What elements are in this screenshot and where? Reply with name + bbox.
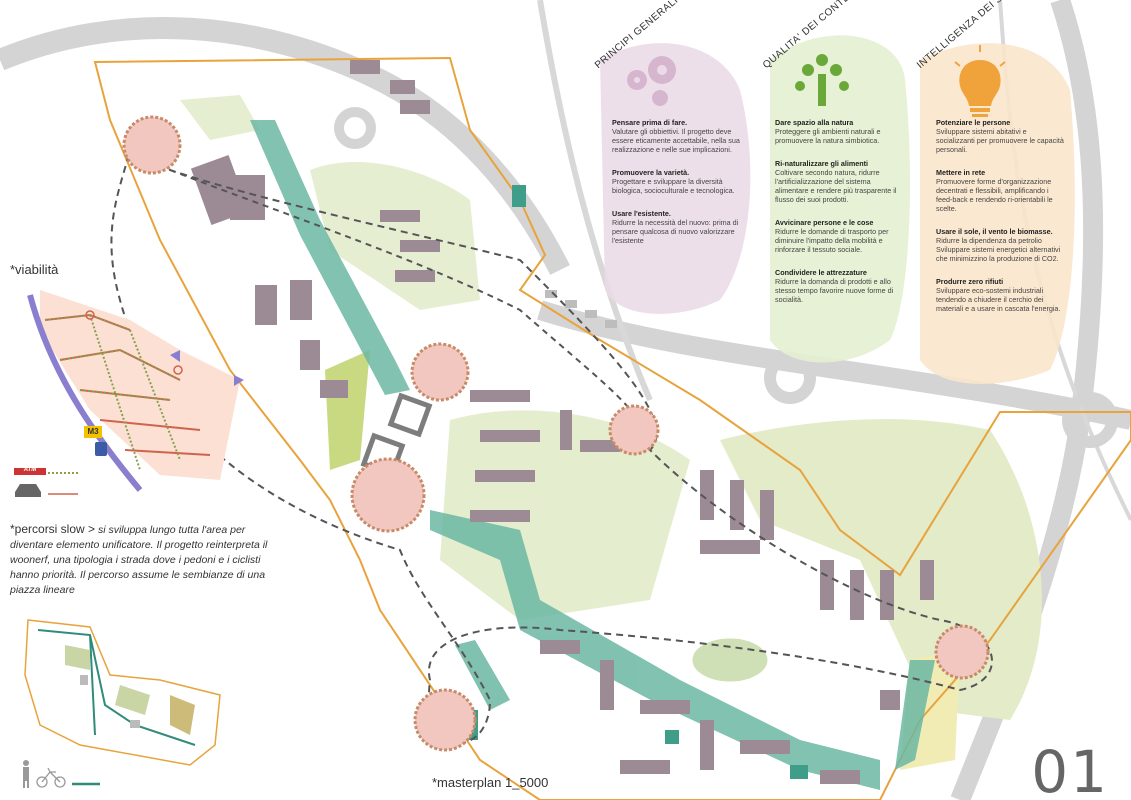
quality-title: Condividere le attrezzature: [775, 268, 867, 277]
pedestrian-crossing: [545, 290, 617, 328]
hub-gears: [122, 115, 990, 752]
park-east: [720, 419, 1043, 720]
principle-text: Valutare gli obbiettivi. Il progetto dev…: [612, 127, 740, 154]
gears-icon: [627, 56, 676, 106]
dashed-network: [110, 120, 993, 744]
column-blob-intelligenza: [920, 43, 1075, 384]
quality-title: Dare spazio alla natura: [775, 118, 854, 127]
roundabout-1: [334, 107, 376, 149]
sport-field: [691, 637, 769, 683]
intelligence-item: Produrre zero rifiuti Sviluppare eco-sos…: [936, 277, 1064, 313]
quality-text: Ridurre le domande di trasporto per dimi…: [775, 227, 889, 254]
principle-text: Ridurre la necessità del nuovo: prima di…: [612, 218, 739, 245]
principle-item: Pensare prima di fare. Valutare gli obbi…: [612, 118, 742, 154]
quality-text: Proteggere gli ambienti naturali e promu…: [775, 127, 881, 145]
quality-item: Avvicinare persone e le cose Ridurre le …: [775, 218, 900, 254]
column-blob-principi: [600, 43, 751, 314]
quality-item: Dare spazio alla natura Proteggere gli a…: [775, 118, 900, 145]
intelligence-text: Sviluppare sistemi abitativi e socializz…: [936, 127, 1064, 154]
principle-item: Promuovere la varietà. Progettare e svil…: [612, 168, 742, 195]
slow-paths-lead: *percorsi slow >: [10, 522, 96, 536]
column-intelligenza: Potenziare le persone Sviluppare sistemi…: [936, 118, 1064, 327]
bicycle-icon: [36, 767, 66, 788]
intelligence-text: Ridurre la dipendenza da petrolio Svilup…: [936, 236, 1061, 263]
roundabout-3: [1062, 392, 1118, 448]
masterplan-scale-label: *masterplan 1_5000: [432, 775, 549, 790]
column-qualita: Dare spazio alla natura Proteggere gli a…: [775, 118, 900, 318]
principle-title: Promuovere la varietà.: [612, 168, 690, 177]
column-blob-qualita: [770, 35, 910, 363]
building-footprints: [190, 60, 934, 784]
quality-text: Ridurre la domanda di prodotti e allo st…: [775, 277, 894, 304]
intelligence-title: Produrre zero rifiuti: [936, 277, 1004, 286]
quality-item: Ri-naturalizzare gli alimenti Coltivare …: [775, 159, 900, 204]
page-number: 01: [1031, 738, 1109, 800]
slow-paths-description: *percorsi slow > si sviluppa lungo tutta…: [10, 522, 290, 598]
intelligence-item: Mettere in rete Promuovere forme d'organ…: [936, 168, 1064, 213]
intelligence-text: Promuovere forme d'organizzazione decent…: [936, 177, 1053, 213]
principle-title: Usare l'esistente.: [612, 209, 671, 218]
dashed-link: [169, 169, 641, 431]
park-field-left: [325, 350, 370, 470]
intelligence-item: Potenziare le persone Sviluppare sistemi…: [936, 118, 1064, 154]
intelligence-text: Sviluppare eco-sostemi industriali tende…: [936, 286, 1061, 313]
metro-badge-bg: [84, 426, 102, 438]
lightbulb-icon: [954, 45, 1006, 117]
atm-label: ATM: [23, 467, 37, 473]
slow-route-map: [24, 619, 221, 766]
intelligence-title: Usare il sole, il vento le biomasse.: [936, 227, 1053, 236]
intelligence-item: Usare il sole, il vento le biomasse. Rid…: [936, 227, 1064, 263]
principle-item: Usare l'esistente. Ridurre la necessità …: [612, 209, 742, 245]
quality-title: Avvicinare persone e le cose: [775, 218, 874, 227]
green-slow-path: [250, 120, 935, 790]
atm-icon: [14, 468, 46, 475]
principle-text: Progettare e sviluppare la diversità bio…: [612, 177, 735, 195]
quality-text: Coltivare secondo natura, ridurre l'arti…: [775, 168, 897, 204]
slow-paths-text: si sviluppa lungo tutta l'area per diven…: [10, 524, 268, 596]
project-boundary: [93, 56, 1131, 800]
quality-item: Condividere le attrezzature Ridurre la d…: [775, 268, 900, 304]
park-nw: [180, 95, 260, 140]
pedestrian-icon: [23, 760, 29, 788]
principle-title: Pensare prima di fare.: [612, 118, 688, 127]
car-icon: [15, 484, 41, 497]
tree-people-icon: [795, 54, 849, 106]
column-principi: Pensare prima di fare. Valutare gli obbi…: [612, 118, 742, 259]
road-north: [537, 0, 653, 402]
metro-badge: M3: [87, 427, 99, 436]
quality-title: Ri-naturalizzare gli alimenti: [775, 159, 869, 168]
viability-map: [27, 290, 244, 492]
intelligence-title: Mettere in rete: [936, 168, 986, 177]
viability-label: *viabilità: [10, 262, 59, 277]
roundabout-2: [764, 352, 816, 404]
bus-icon: [95, 442, 107, 456]
intelligence-title: Potenziare le persone: [936, 118, 1011, 127]
